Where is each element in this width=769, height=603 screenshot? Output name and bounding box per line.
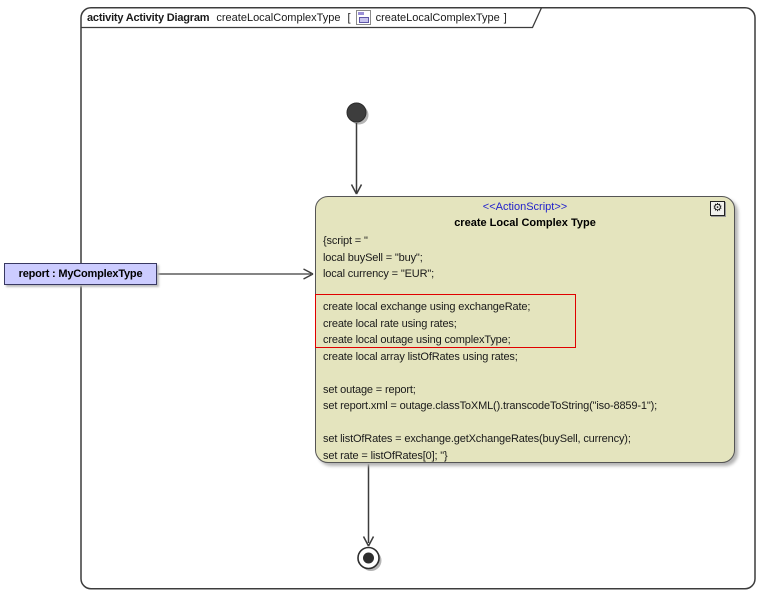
diagram-ref-name: createLocalComplexType (375, 11, 500, 24)
action-script-body: {script = " local buySell = "buy"; local… (323, 233, 730, 464)
gear-icon[interactable]: ⚙ (710, 201, 725, 216)
script-line: set listOfRates = exchange.getXchangeRat… (323, 433, 631, 445)
object-flow-report-to-action[interactable] (157, 268, 314, 280)
frame-kind-label: activity Activity Diagram (87, 11, 210, 24)
diagram-name: createLocalComplexType (216, 11, 341, 24)
script-line: create local exchange using exchangeRate… (323, 301, 531, 313)
script-line: set report.xml = outage.classToXML().tra… (323, 400, 658, 412)
script-line: create local rate using rates; (323, 317, 457, 330)
action-name: create Local Complex Type (454, 217, 596, 229)
script-line: {script = " (323, 235, 368, 247)
frame-heading-border (81, 7, 543, 29)
script-line: create local array listOfRates using rat… (323, 350, 518, 363)
script-line (323, 283, 730, 300)
action-node-create-local-complex-type[interactable]: <<ActionScript>> create Local Complex Ty… (315, 196, 735, 463)
script-line: local currency = "EUR"; (323, 268, 435, 280)
diagram-frame (80, 7, 756, 590)
script-line: local buySell = "buy"; (323, 251, 423, 264)
open-bracket: [ (347, 11, 351, 24)
initial-node[interactable] (346, 102, 367, 123)
action-stereotype: <<ActionScript>> (482, 201, 568, 213)
close-bracket: ] (503, 11, 507, 24)
activity-final-node-core (363, 552, 374, 564)
control-flow-action-to-final[interactable] (362, 464, 375, 547)
script-line (323, 415, 730, 432)
activity-diagram-thumbnail-icon (355, 10, 371, 25)
script-line: set outage = report; (323, 383, 416, 396)
script-line: set rate = listOfRates[0]; "} (323, 449, 448, 462)
activity-parameter-node-report[interactable]: report : MyComplexType (4, 263, 157, 285)
frame-heading: activity Activity Diagram createLocalCom… (87, 9, 510, 26)
parameter-node-label: report : MyComplexType (18, 268, 143, 280)
script-line: create local outage using complexType; (323, 334, 511, 346)
control-flow-initial-to-action[interactable] (350, 123, 363, 195)
script-line (323, 365, 730, 382)
